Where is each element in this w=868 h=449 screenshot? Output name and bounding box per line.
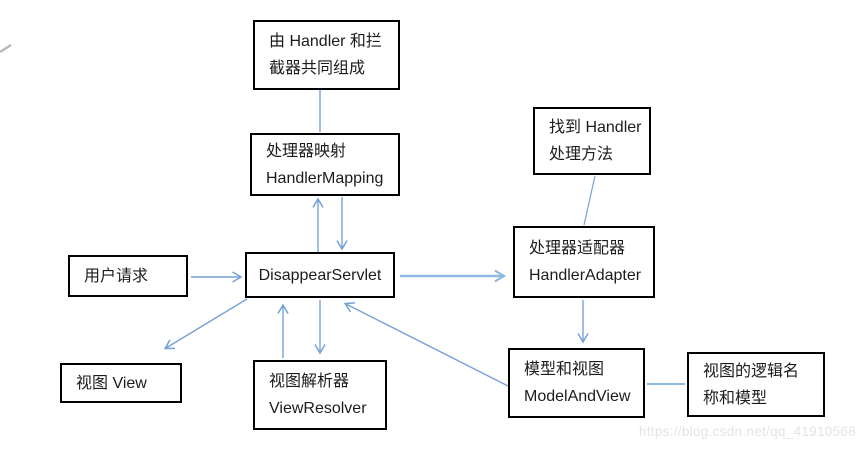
node-view: 视图 View bbox=[60, 363, 182, 403]
arrow-servlet-to-view bbox=[163, 298, 248, 350]
node-label-line: ViewResolver bbox=[269, 400, 367, 417]
node-view-resolver: 视图解析器 ViewResolver bbox=[253, 360, 387, 430]
node-find-handler-note: 找到 Handler 处理方法 bbox=[533, 107, 651, 175]
node-label-line: DisappearServlet bbox=[258, 266, 382, 284]
node-logical-view-name-note: 视图的逻辑名 称和模型 bbox=[687, 352, 825, 417]
node-handler-mapping: 处理器映射 HandlerMapping bbox=[250, 133, 400, 196]
node-label-line: HandlerAdapter bbox=[529, 267, 642, 284]
node-label-line: 用户请求 bbox=[84, 267, 149, 285]
node-label-line: 处理方法 bbox=[549, 146, 614, 163]
node-user-request: 用户请求 bbox=[68, 255, 188, 297]
node-label-line: 模型和视图 bbox=[524, 361, 605, 378]
node-label-line: 截器共同组成 bbox=[269, 60, 366, 77]
node-label-line: 由 Handler 和拦 bbox=[269, 33, 382, 50]
node-disappear-servlet: DisappearServlet bbox=[245, 252, 395, 298]
node-label-line: ModelAndView bbox=[524, 388, 631, 405]
node-handler-interceptor-note: 由 Handler 和拦 截器共同组成 bbox=[253, 20, 400, 90]
corner-artifact-mark bbox=[0, 43, 12, 54]
node-label-line: 视图解析器 bbox=[269, 373, 350, 390]
node-label-line: 视图 View bbox=[76, 374, 147, 392]
csdn-watermark: https://blog.csdn.net/qq_41910568 bbox=[638, 424, 856, 439]
node-label-line: 找到 Handler bbox=[549, 119, 642, 136]
line-findhandler-to-adapter bbox=[583, 175, 596, 226]
node-model-and-view: 模型和视图 ModelAndView bbox=[508, 348, 645, 418]
node-label-line: 处理器适配器 bbox=[529, 240, 626, 257]
node-label-line: 处理器映射 bbox=[266, 142, 347, 160]
node-label-line: HandlerMapping bbox=[266, 169, 384, 187]
node-handler-adapter: 处理器适配器 HandlerAdapter bbox=[513, 226, 655, 298]
node-label-line: 称和模型 bbox=[703, 389, 768, 407]
node-label-line: 视图的逻辑名 bbox=[703, 362, 800, 380]
